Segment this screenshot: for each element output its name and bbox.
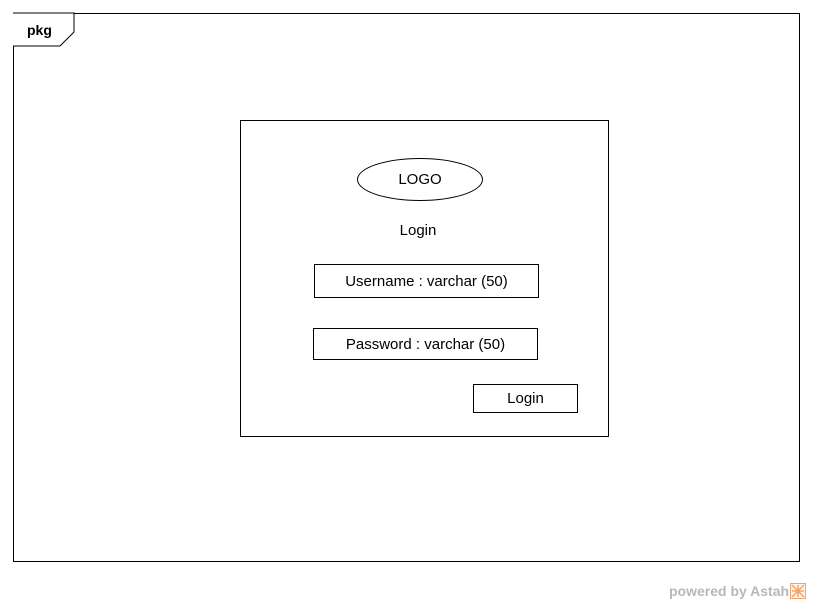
logo-placeholder: LOGO xyxy=(357,158,483,201)
logo-text: LOGO xyxy=(398,171,442,188)
login-button[interactable]: Login xyxy=(473,384,578,413)
astah-logo-icon xyxy=(790,583,807,599)
username-label: Username : varchar (50) xyxy=(345,272,508,290)
login-button-label: Login xyxy=(507,390,544,407)
frame-tab-shape xyxy=(13,12,75,47)
package-frame xyxy=(13,13,800,562)
password-field[interactable]: Password : varchar (50) xyxy=(313,328,538,360)
astah-watermark: powered by Astah xyxy=(669,582,807,600)
username-field[interactable]: Username : varchar (50) xyxy=(314,264,539,298)
watermark-text: powered by Astah xyxy=(669,583,790,599)
login-screen-box xyxy=(240,120,609,437)
frame-label: pkg xyxy=(27,22,52,38)
password-label: Password : varchar (50) xyxy=(345,335,506,353)
screen-title: Login xyxy=(399,222,437,239)
